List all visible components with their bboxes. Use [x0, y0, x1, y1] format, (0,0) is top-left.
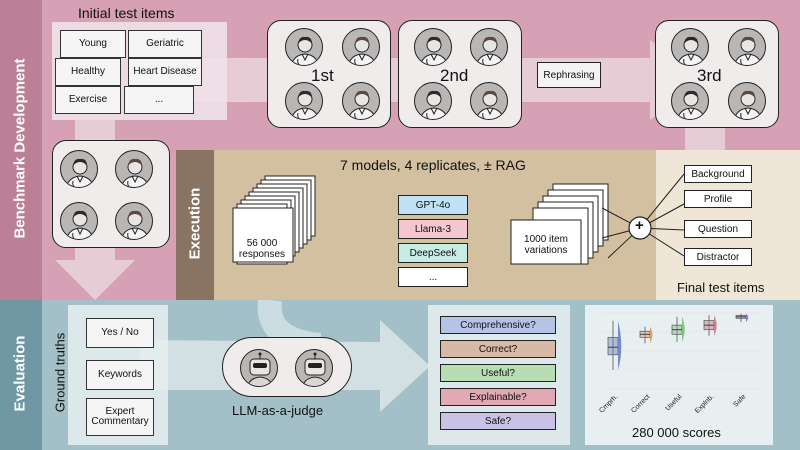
chart-violin-half: [746, 313, 749, 323]
chart-box: [607, 336, 619, 356]
ground-truths-label: Ground truths: [52, 332, 68, 413]
initial-item-doc: Geriatric: [128, 30, 202, 58]
model-1-chip: GPT-4o: [398, 195, 468, 215]
chart-tick-label: Correct: [630, 393, 651, 414]
variations-label: 1000 item variations: [524, 234, 568, 256]
judge-box: [222, 337, 352, 397]
doctor-icon: [285, 28, 323, 66]
chart-violin-half: [714, 315, 717, 336]
round-1-label: 1st: [311, 66, 334, 85]
doctor-icon: [470, 82, 508, 120]
initial-item-doc: Young: [60, 30, 126, 58]
doctor-icon: [115, 202, 153, 240]
ground-truth-2-doc: Keywords: [86, 360, 154, 390]
doctor-icon: [342, 82, 380, 120]
execution-section-label: Execution: [186, 187, 204, 260]
model-4-chip: ...: [398, 267, 468, 287]
scores-panel: [585, 305, 773, 445]
doctor-icon: [470, 28, 508, 66]
doctor-icon: [342, 28, 380, 66]
execution-title: 7 models, 4 replicates, ± RAG: [340, 157, 526, 173]
component-3-chip: Question: [684, 220, 752, 238]
doctor-icon: [671, 82, 709, 120]
component-2-chip: Profile: [684, 190, 752, 208]
scores-label: 280 000 scores: [632, 425, 721, 440]
model-2-chip: Llama-3: [398, 219, 468, 239]
score-chart: Cmprh. Correct Useful Explnb. Safe: [598, 312, 762, 415]
chart-violin-half: [682, 316, 685, 342]
doctor-icon: [414, 28, 452, 66]
round-3-label: 3rd: [697, 66, 722, 85]
doctor-icon: [728, 82, 766, 120]
robot-judge-icon: [295, 349, 333, 387]
final-items-label: Final test items: [677, 280, 765, 295]
responses-label: 56 000 responses: [238, 238, 286, 260]
doctor-icon: [60, 202, 98, 240]
benchmark-side-bar: [0, 0, 42, 300]
criterion-2-chip: Correct?: [440, 340, 556, 358]
criterion-5-chip: Safe?: [440, 412, 556, 430]
doctor-icon: [60, 150, 98, 188]
robot-judge-icon: [240, 349, 278, 387]
chart-tick-label: Cmprh.: [598, 393, 619, 414]
evaluation-side-bar: [0, 300, 42, 450]
chart-tick-label: Safe: [732, 393, 747, 408]
ground-truth-3-doc: Expert Commentary: [86, 398, 154, 436]
criterion-3-chip: Useful?: [440, 364, 556, 382]
plus-symbol: +: [635, 217, 644, 234]
initial-item-doc: Exercise: [55, 86, 121, 114]
doctor-icon: [115, 150, 153, 188]
model-3-chip: DeepSeek: [398, 243, 468, 263]
chart-tick-label: Useful: [664, 393, 683, 412]
chart-violin-half: [650, 326, 653, 344]
variation-stack: [510, 183, 609, 265]
chart-tick-label: Explnb.: [694, 393, 715, 414]
round-2-label: 2nd: [440, 66, 469, 85]
initial-item-doc: Healthy: [55, 58, 121, 86]
ground-truth-1-doc: Yes / No: [86, 318, 154, 348]
doctor-icon: [728, 28, 766, 66]
execution-side-bar: [176, 150, 214, 300]
response-stack: [232, 175, 316, 265]
component-1-chip: Background: [684, 165, 752, 183]
initial-item-doc: ...: [124, 86, 194, 114]
criterion-1-chip: Comprehensive?: [440, 316, 556, 334]
criterion-4-chip: Explainable?: [440, 388, 556, 406]
judge-label: LLM-as-a-judge: [232, 403, 324, 418]
initial-items-title: Initial test items: [78, 5, 175, 21]
combine-lines: [601, 173, 685, 259]
rephrasing-step: Rephrasing: [537, 62, 601, 88]
doctor-icon: [414, 82, 452, 120]
doctor-icon: [671, 28, 709, 66]
chart-violin-half: [618, 320, 622, 370]
initial-item-doc: Heart Disease: [128, 58, 202, 86]
component-4-chip: Distractor: [684, 248, 752, 266]
doctor-icon: [285, 82, 323, 120]
